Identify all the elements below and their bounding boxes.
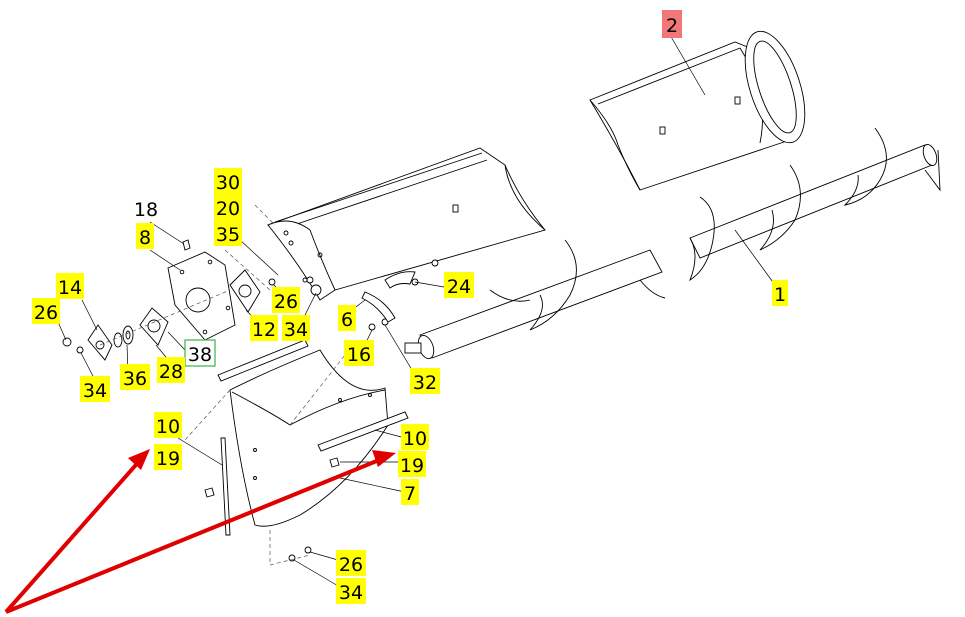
callout-34-top: 34: [282, 315, 310, 341]
assembly-lines: [99, 204, 346, 566]
seal-36: [113, 325, 134, 348]
svg-text:20: 20: [216, 198, 240, 220]
callout-24: 24: [444, 272, 474, 298]
plate-6: [361, 291, 396, 323]
part-2-tube: [589, 30, 806, 191]
callout-10-left: 10: [154, 412, 182, 438]
svg-text:36: 36: [123, 368, 147, 390]
callout-6: 6: [338, 305, 356, 331]
svg-text:32: 32: [413, 372, 437, 394]
trough-housing: [267, 147, 546, 301]
callout-14: 14: [56, 273, 84, 299]
red-pointer-arrows: [4, 449, 396, 614]
nut-26-washer-34-left: [62, 337, 84, 354]
svg-text:30: 30: [216, 172, 240, 194]
callout-12: 12: [250, 315, 278, 341]
bracket-24: [384, 271, 416, 289]
svg-text:10: 10: [156, 416, 180, 438]
callout-7: 7: [401, 479, 419, 505]
callout-19-left: 19: [154, 444, 182, 470]
callout-28: 28: [157, 357, 185, 383]
callout-35: 35: [214, 220, 242, 246]
callout-1: 1: [772, 280, 788, 306]
cap-14: [87, 324, 113, 361]
callout-38: 38: [184, 339, 216, 367]
svg-text:26: 26: [34, 302, 58, 324]
svg-text:7: 7: [404, 483, 416, 505]
callout-16: 16: [344, 340, 374, 366]
callout-26-top: 26: [272, 287, 300, 313]
svg-text:10: 10: [403, 428, 427, 450]
bearing-flange-28: [139, 307, 169, 346]
callout-18: 18: [134, 199, 158, 221]
callout-26-left: 26: [32, 298, 60, 324]
svg-text:16: 16: [347, 344, 371, 366]
svg-text:18: 18: [134, 199, 158, 221]
callout-2: 2: [662, 10, 682, 38]
svg-text:6: 6: [341, 309, 353, 331]
bolt-18: [182, 239, 191, 251]
callout-19-right: 19: [398, 451, 426, 477]
svg-text:8: 8: [139, 227, 151, 249]
svg-text:1: 1: [774, 284, 786, 306]
svg-text:2: 2: [666, 15, 678, 37]
callout-8: 8: [136, 223, 154, 249]
svg-text:34: 34: [83, 380, 107, 402]
svg-text:19: 19: [400, 455, 424, 477]
callout-32: 32: [410, 368, 440, 394]
callout-labels: 2 1 30 20 35 18 8 14 26: [32, 10, 788, 604]
svg-text:34: 34: [284, 319, 308, 341]
callout-34-left: 34: [80, 376, 110, 402]
callout-10-right: 10: [401, 424, 429, 450]
svg-text:26: 26: [339, 554, 363, 576]
svg-text:19: 19: [156, 448, 180, 470]
svg-text:35: 35: [216, 224, 240, 246]
svg-text:14: 14: [58, 277, 82, 299]
callout-30: 30: [214, 168, 242, 194]
callout-26-bottom: 26: [336, 550, 366, 576]
svg-text:12: 12: [252, 319, 276, 341]
callout-36: 36: [120, 364, 150, 390]
end-plate-8: [167, 251, 236, 341]
svg-text:34: 34: [339, 582, 363, 604]
bearing-flange-12: [229, 269, 261, 313]
svg-text:28: 28: [159, 361, 183, 383]
svg-text:38: 38: [188, 344, 212, 366]
part-1-auger: [689, 127, 941, 282]
svg-text:26: 26: [274, 291, 298, 313]
callout-34-bottom: 34: [336, 578, 366, 604]
inner-auger: [404, 239, 666, 359]
part-7-hopper: [204, 339, 409, 562]
svg-text:24: 24: [447, 276, 471, 298]
callout-20: 20: [214, 194, 242, 220]
